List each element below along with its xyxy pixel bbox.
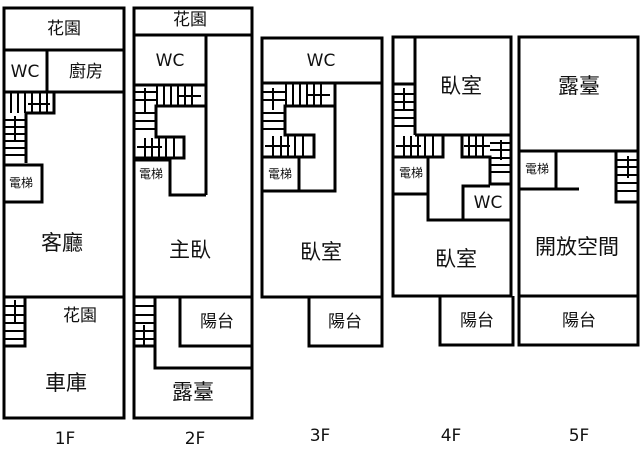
staircase xyxy=(4,90,56,163)
room-garage: 車庫 xyxy=(45,371,87,395)
room-wc: WC xyxy=(307,51,336,71)
floor-1f: 花園 WC 廚房 電梯 客廳 xyxy=(2,6,126,449)
floor-3f: WC 電梯 臥室 陽台 3F xyxy=(260,36,384,446)
room-terrace: 露臺 xyxy=(558,74,600,98)
room-garden-top: 花園 xyxy=(173,10,207,30)
floor-4f: 臥室 xyxy=(391,35,515,446)
room-wc: WC xyxy=(474,193,503,213)
room-open-space: 開放空間 xyxy=(535,235,619,259)
floor-2f-outline xyxy=(132,6,254,420)
floor-5f: 露臺 電梯 開放空間 陽台 5F xyxy=(517,35,640,446)
balcony-wall xyxy=(307,297,384,348)
floor-label-3f: 3F xyxy=(310,426,331,446)
wall xyxy=(153,346,252,370)
floor-1f-outline xyxy=(2,6,126,420)
room-balcony: 陽台 xyxy=(562,311,596,331)
room-garden-front: 花園 xyxy=(63,306,97,326)
staircase xyxy=(393,88,445,159)
room-elevator: 電梯 xyxy=(399,166,423,180)
room-wc: WC xyxy=(156,51,185,71)
room-bedroom-back: 臥室 xyxy=(440,74,482,98)
wall xyxy=(262,106,337,193)
balcony-wall xyxy=(438,296,515,347)
floor-3f-outline xyxy=(260,36,384,299)
elevator-shaft xyxy=(134,158,206,197)
room-elevator: 電梯 xyxy=(268,167,292,181)
wall xyxy=(393,192,511,222)
room-terrace: 露臺 xyxy=(172,380,214,404)
wc-wall xyxy=(461,184,490,220)
balcony-wall xyxy=(178,297,252,348)
room-balcony: 陽台 xyxy=(200,312,234,332)
room-master-bedroom: 主臥 xyxy=(169,238,211,262)
room-living-room: 客廳 xyxy=(41,231,83,255)
staircase xyxy=(134,297,157,348)
staircase xyxy=(262,81,337,159)
room-kitchen: 廚房 xyxy=(69,61,103,82)
floor-2f: 花園 WC 電梯 主臥 xyxy=(132,6,254,449)
floor-label-5f: 5F xyxy=(569,426,590,446)
room-elevator: 電梯 xyxy=(9,176,33,190)
room-balcony: 陽台 xyxy=(460,311,494,331)
floor-label-4f: 4F xyxy=(441,426,462,446)
room-balcony: 陽台 xyxy=(328,312,362,332)
room-wc: WC xyxy=(11,62,40,82)
room-bedroom: 臥室 xyxy=(300,240,342,264)
staircase xyxy=(460,135,511,186)
staircase xyxy=(4,295,27,348)
room-bedroom-front: 臥室 xyxy=(435,247,477,271)
room-elevator: 電梯 xyxy=(139,167,163,181)
elevator-shaft xyxy=(4,163,44,204)
floor-label-1f: 1F xyxy=(55,429,76,449)
floor-label-2f: 2F xyxy=(185,429,206,449)
room-garden-top: 花園 xyxy=(47,19,81,39)
room-elevator: 電梯 xyxy=(525,162,549,176)
staircase xyxy=(134,83,208,160)
staircase xyxy=(614,151,638,204)
floor-4f-outline xyxy=(391,35,513,298)
